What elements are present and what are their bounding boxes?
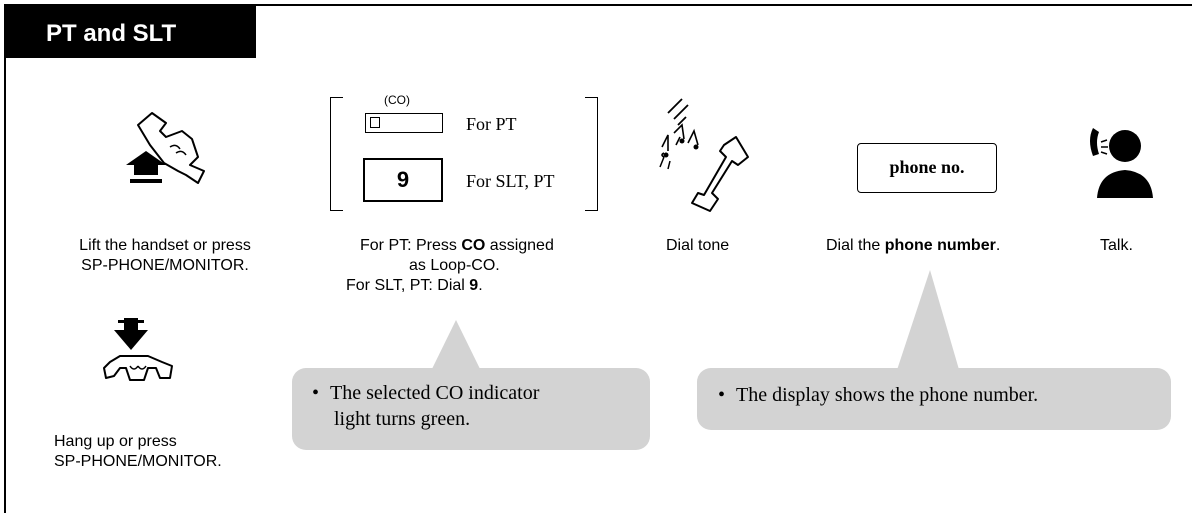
step4-caption-pre: Dial the xyxy=(826,237,885,254)
step1-caption: Lift the handset or press SP-PHONE/MONIT… xyxy=(40,236,290,276)
hangup-caption: Hang up or press SP-PHONE/MONITOR. xyxy=(54,432,222,472)
step2-line1-bold: CO xyxy=(461,237,486,254)
lift-handset-icon xyxy=(126,112,205,184)
note-bubble-display xyxy=(697,368,1171,430)
for-slt-pt-label: For SLT, PT xyxy=(466,171,555,191)
step1-caption-line2: SP-PHONE/MONITOR. xyxy=(81,257,249,274)
step2-line1-pre: For PT: Press xyxy=(360,237,462,254)
step2-line3-pre: For SLT, PT: Dial xyxy=(346,277,470,294)
page-frame xyxy=(4,4,1192,513)
for-pt-label: For PT xyxy=(466,114,517,134)
dial-9-key[interactable]: 9 xyxy=(363,158,443,202)
step4-caption-bold: phone number xyxy=(884,237,996,254)
co-label: (CO) xyxy=(384,93,410,107)
note-co-line2: light turns green. xyxy=(334,408,471,430)
note-display-text: • The display shows the phone number. xyxy=(718,382,1038,408)
hangup-caption-line1: Hang up or press xyxy=(54,433,177,450)
header-tab: PT and SLT xyxy=(6,6,256,58)
co-indicator-light xyxy=(370,117,380,128)
step5-caption: Talk. xyxy=(1100,237,1133,254)
right-bracket xyxy=(585,97,598,211)
step3-caption: Dial tone xyxy=(666,237,730,254)
note-display-bullet: • xyxy=(718,384,726,406)
note-co-text: • The selected CO indicator light turns g… xyxy=(312,380,539,432)
phone-number-box: phone no. xyxy=(857,143,997,193)
left-bracket xyxy=(330,97,343,211)
step2-caption-line3: For SLT, PT: Dial 9. xyxy=(346,276,586,296)
header-title: PT and SLT xyxy=(46,20,177,47)
note-bubble-co xyxy=(292,368,650,450)
note-display-line1: The display shows the phone number. xyxy=(736,384,1039,406)
step2-line1-post: assigned xyxy=(485,237,554,254)
step2-line3-bold: 9 xyxy=(469,277,479,294)
step4-caption: Dial the phone number. xyxy=(826,236,1000,256)
step2-caption-line2: as Loop-CO. xyxy=(409,257,500,274)
step1-caption-line1: Lift the handset or press xyxy=(79,237,251,254)
co-button[interactable] xyxy=(365,113,443,133)
dial-tone-handset-icon xyxy=(659,98,749,212)
hang-up-icon xyxy=(103,318,173,381)
talk-person-icon xyxy=(1090,128,1153,198)
step2-caption: For PT: Press CO assigned as Loop-CO. Fo… xyxy=(346,236,586,296)
note-co-bullet: • xyxy=(312,382,320,404)
note-co-line1: The selected CO indicator xyxy=(330,382,540,404)
hangup-caption-line2: SP-PHONE/MONITOR. xyxy=(54,453,222,470)
step4-caption-post: . xyxy=(995,237,1001,254)
step2-caption-line1: For PT: Press CO assigned xyxy=(346,236,586,256)
step2-line3-post: . xyxy=(478,277,483,294)
